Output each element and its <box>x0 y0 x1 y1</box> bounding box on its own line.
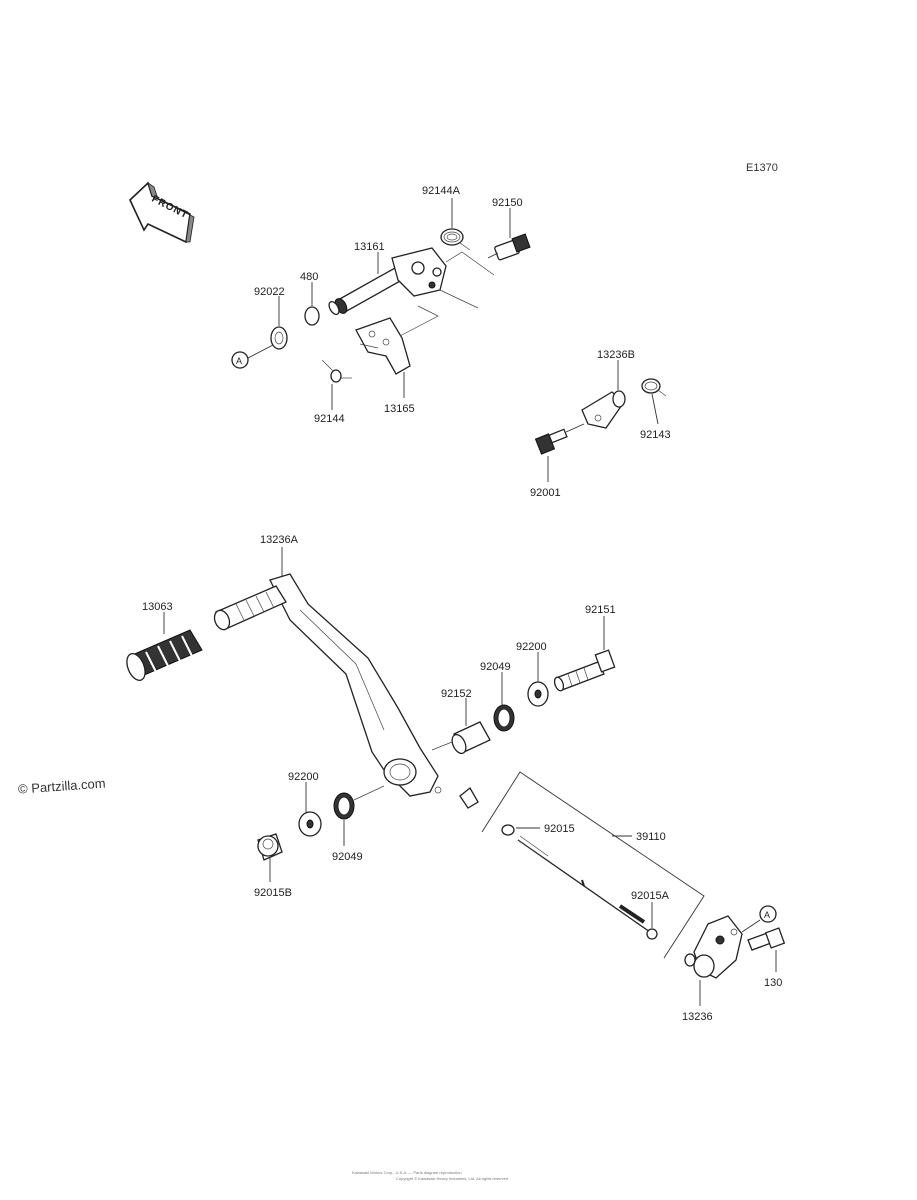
ref-marker-a-bottom-label: A <box>764 910 770 920</box>
watermark: © Partzilla.com <box>18 776 106 797</box>
tie-rod-group-bracket <box>481 771 705 959</box>
spring-92144 <box>321 359 352 383</box>
footer-line-1: Kawasaki Motors Corp., U.S.A. — Parts di… <box>352 1170 462 1175</box>
label-13236: 13236 <box>682 1011 713 1023</box>
label-92015a: 92015A <box>631 890 670 902</box>
pedal-rubber-13063 <box>126 629 203 681</box>
ref-marker-a-bottom <box>759 905 777 923</box>
washer-92022 <box>270 326 288 350</box>
label-13236a: 13236A <box>260 534 299 546</box>
label-92022: 92022 <box>254 286 285 298</box>
label-92200-lower: 92200 <box>288 771 319 783</box>
bolt-130 <box>747 927 786 951</box>
label-92015b: 92015B <box>254 887 292 899</box>
label-13165: 13165 <box>384 403 415 415</box>
front-arrow-icon: FRONT <box>129 181 195 244</box>
label-480: 480 <box>300 271 318 283</box>
tie-rod-39110 <box>459 787 658 940</box>
label-92200-upper: 92200 <box>516 641 547 653</box>
label-92151: 92151 <box>585 604 616 616</box>
bolt-92150 <box>487 233 531 261</box>
ref-marker-a-top <box>231 351 249 369</box>
shift-shaft-13161 <box>328 247 447 316</box>
label-92049-upper: 92049 <box>480 661 511 673</box>
label-92015: 92015 <box>544 823 575 835</box>
diagram-code: E1370 <box>746 162 778 174</box>
label-92049-lower: 92049 <box>332 851 363 863</box>
stopper-lever-13236b <box>581 390 626 429</box>
footer-line-2: Copyright © Kawasaki Heavy Industries, L… <box>396 1176 508 1181</box>
cap-nut-92015b <box>257 833 283 861</box>
label-92144: 92144 <box>314 413 345 425</box>
spring-92143 <box>641 378 667 397</box>
label-92144a: 92144A <box>422 185 461 197</box>
label-39110: 39110 <box>636 831 666 843</box>
circlip-480 <box>304 306 320 326</box>
spring-92144a <box>440 228 471 251</box>
shift-pedal-13236a <box>213 573 442 797</box>
collar-92152 <box>451 721 491 755</box>
bolt-92151 <box>553 649 616 692</box>
label-13063: 13063 <box>142 601 173 613</box>
label-130: 130 <box>764 977 782 989</box>
label-92150: 92150 <box>492 197 523 209</box>
label-13161: 13161 <box>354 241 385 253</box>
bolt-92001 <box>534 423 585 455</box>
label-92152: 92152 <box>441 688 472 700</box>
label-92143: 92143 <box>640 429 671 441</box>
label-13236b: 13236B <box>597 349 635 361</box>
shift-lever-13236 <box>684 915 743 979</box>
ref-marker-a-top-label: A <box>236 356 242 366</box>
shift-arm-13165 <box>355 317 411 375</box>
label-92001: 92001 <box>530 487 561 499</box>
